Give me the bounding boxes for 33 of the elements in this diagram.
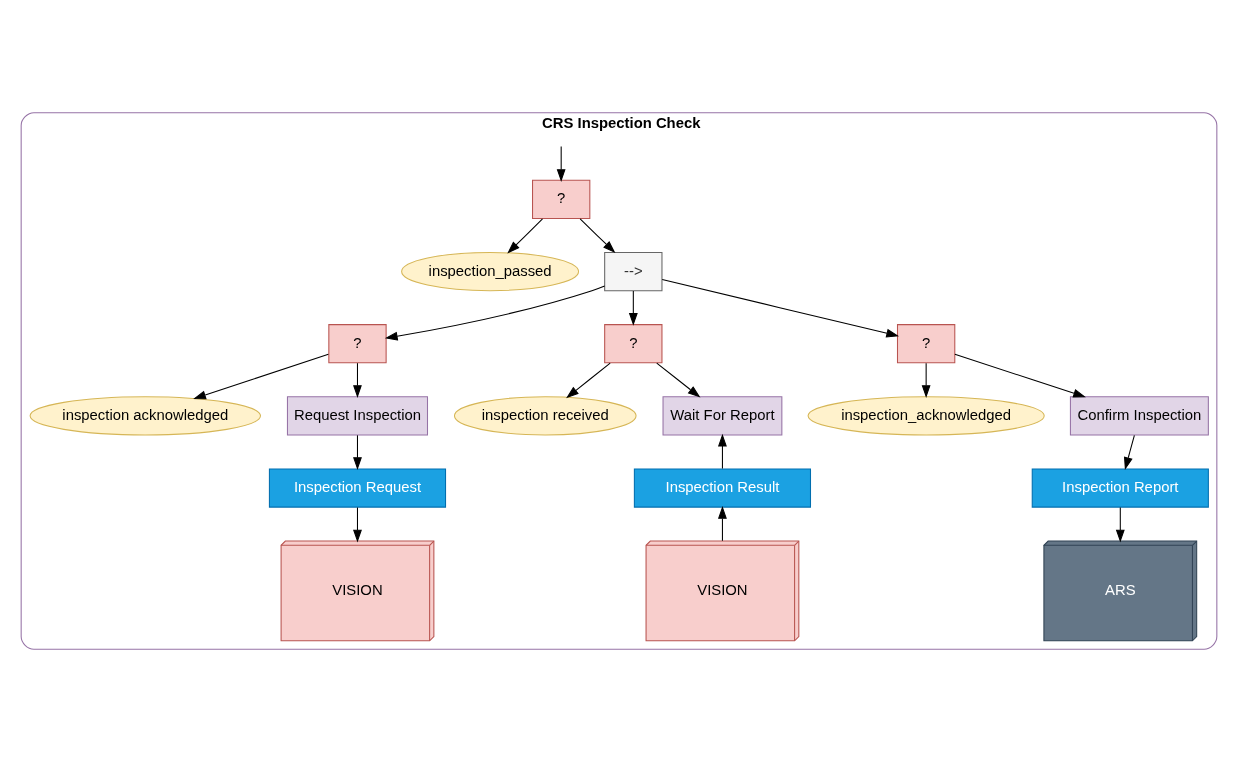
arrow: [718, 433, 727, 469]
node-ellipse: inspection_passed: [401, 251, 580, 291]
arrow: [579, 217, 616, 253]
node-box: ?: [604, 323, 663, 363]
node-ellipse: inspection_acknowledged: [807, 395, 1045, 435]
arrow: [353, 362, 362, 398]
node-box: Confirm Inspection: [1069, 395, 1209, 435]
node-ellipse: inspection acknowledged: [29, 395, 261, 435]
arrow: [193, 353, 329, 399]
arrow: [921, 362, 931, 398]
arrow: [1123, 434, 1135, 470]
node-box: ?: [532, 179, 591, 219]
arrow: [1115, 506, 1125, 542]
node-ellipse: inspection received: [453, 395, 637, 435]
node-box: Request Inspection: [286, 395, 429, 435]
node-box: Inspection Report: [1031, 467, 1209, 508]
arrow: [954, 353, 1086, 398]
arrow: [353, 506, 362, 542]
arrow: [384, 284, 606, 341]
node-box: -->: [604, 251, 663, 291]
arrow: [507, 217, 544, 254]
node-box: Inspection Result: [633, 467, 812, 508]
arrow: [656, 362, 701, 398]
arrow: [566, 362, 611, 398]
arrow: [718, 505, 727, 541]
arrow: [353, 434, 362, 470]
node-box: ?: [328, 323, 387, 363]
node-box: ?: [896, 323, 956, 363]
node-box: Wait For Report: [662, 395, 783, 435]
arrow: [661, 278, 900, 338]
node-box: Inspection Request: [268, 467, 447, 508]
arrow: [556, 145, 566, 182]
arrow: [628, 290, 638, 326]
